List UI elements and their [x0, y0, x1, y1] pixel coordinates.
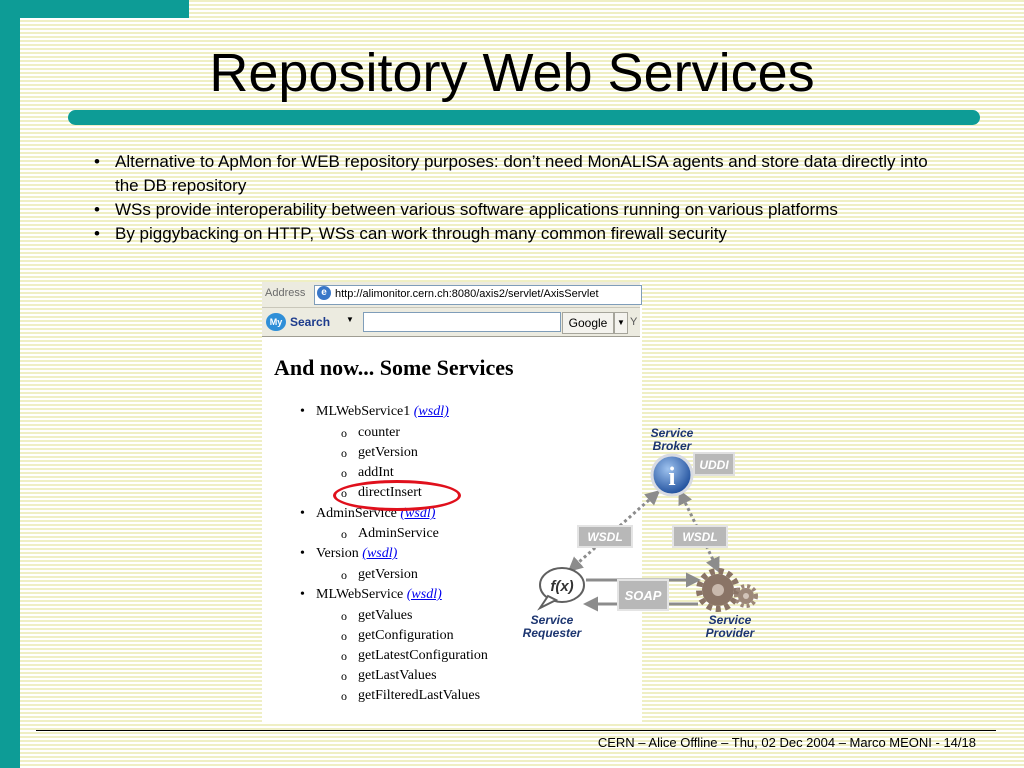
method-name: getVersion [358, 567, 418, 582]
requester-label: Requester [523, 626, 583, 640]
toolbar-cut-label: Y [630, 316, 638, 328]
service-name: MLWebService [316, 587, 404, 602]
title-underline [68, 110, 980, 125]
circle-bullet-icon: o [341, 629, 347, 643]
info-glyph: i [668, 462, 675, 491]
service-item: • Version (wsdl) [300, 546, 398, 562]
circle-bullet-icon: o [341, 649, 347, 663]
highlight-ring [333, 480, 461, 511]
function-bubble-icon [539, 567, 585, 603]
bubble-tail [537, 594, 559, 611]
wsdl-box-right [672, 525, 728, 548]
wsdl-link[interactable]: (wsdl) [406, 587, 442, 602]
bullet-item: • By piggybacking on HTTP, WSs can work t… [94, 222, 954, 246]
bullet-text: Alternative to ApMon for WEB repository … [115, 152, 928, 195]
method-item: o getLastValues [341, 668, 437, 684]
circle-bullet-icon: o [341, 669, 347, 683]
address-bar: Address e http://alimonitor.cern.ch:8080… [262, 282, 642, 308]
page-heading: And now... Some Services [274, 355, 514, 380]
left-accent-bar [0, 0, 20, 768]
broker-label: Broker [653, 439, 693, 453]
url-text: http://alimonitor.cern.ch:8080/axis2/ser… [335, 288, 599, 300]
soap-box [617, 579, 669, 611]
mysearch-button[interactable]: My Search ▼ [266, 313, 354, 331]
gear-icon [696, 568, 758, 612]
requester-label: Service [531, 613, 574, 627]
search-toolbar: My Search ▼ Google ▼ Y [262, 308, 640, 337]
broker-requester-link [567, 490, 661, 572]
method-item: o getLatestConfiguration [341, 648, 488, 664]
service-item: • MLWebService (wsdl) [300, 587, 442, 603]
bullet-dot: • [300, 506, 305, 521]
method-name: getLastValues [358, 668, 437, 683]
provider-label: Provider [706, 626, 756, 640]
uddi-label: UDDI [699, 458, 729, 472]
soap-label: SOAP [625, 588, 662, 603]
method-item: o getFilteredLastValues [341, 688, 481, 704]
mysearch-logo-icon: My [266, 313, 286, 331]
info-icon [650, 453, 694, 497]
circle-bullet-icon: o [341, 466, 347, 480]
method-item: o getVersion [341, 567, 418, 583]
method-name: getConfiguration [358, 628, 454, 643]
bullet-item: • Alternative to ApMon for WEB repository… [94, 150, 954, 198]
address-label: Address [265, 287, 306, 299]
bullet-dot: • [94, 200, 100, 219]
broker-label: Service [651, 426, 694, 440]
bullet-list: • Alternative to ApMon for WEB repository… [94, 150, 954, 246]
method-item: o getConfiguration [341, 628, 454, 644]
method-name: getLatestConfiguration [358, 648, 488, 663]
wsdl-label: WSDL [682, 530, 717, 544]
slide-footer: CERN – Alice Offline – Thu, 02 Dec 2004 … [597, 735, 976, 750]
slide-title: Repository Web Services [209, 43, 815, 103]
method-item: o getVersion [341, 445, 418, 461]
method-name: addInt [358, 465, 394, 480]
bullet-dot: • [300, 404, 305, 419]
circle-bullet-icon: o [341, 689, 347, 703]
wsdl-box-left [577, 525, 633, 548]
circle-bullet-icon: o [341, 527, 347, 541]
method-item: o getValues [341, 608, 413, 624]
service-name: Version [316, 546, 359, 561]
wsdl-link[interactable]: (wsdl) [362, 546, 398, 561]
method-name: AdminService [358, 526, 439, 541]
bullet-dot: • [300, 587, 305, 602]
provider-label: Service [709, 613, 752, 627]
method-name: getValues [358, 608, 413, 623]
chevron-down-icon[interactable]: ▼ [614, 312, 628, 334]
search-input[interactable] [363, 312, 561, 332]
uddi-box [693, 452, 735, 476]
method-name: counter [358, 425, 400, 440]
circle-bullet-icon: o [341, 568, 347, 582]
fx-glyph: f(x) [550, 578, 573, 595]
circle-bullet-icon: o [341, 426, 347, 440]
method-name: getVersion [358, 445, 418, 460]
mysearch-label: Search [290, 315, 331, 329]
wsdl-label: WSDL [587, 530, 622, 544]
footer-divider [36, 730, 996, 731]
service-name: MLWebService1 [316, 404, 411, 419]
bullet-item: • WSs provide interoperability between va… [94, 198, 954, 222]
ie-page-icon: e [317, 286, 331, 300]
bullet-dot: • [300, 546, 305, 561]
method-item: o AdminService [341, 526, 439, 542]
circle-bullet-icon: o [341, 609, 347, 623]
wsdl-link[interactable]: (wsdl) [413, 404, 449, 419]
bullet-dot: • [94, 152, 100, 171]
chevron-down-icon[interactable]: ▼ [346, 315, 354, 324]
search-engine-button[interactable]: Google [562, 312, 614, 334]
web-services-diagram: Service Broker i UDDI WSDL WSDL f(x) Ser… [523, 426, 758, 640]
top-accent-bar [0, 0, 189, 18]
method-item: o counter [341, 425, 400, 441]
method-name: getFilteredLastValues [358, 688, 481, 703]
circle-bullet-icon: o [341, 446, 347, 460]
service-item: • MLWebService1 (wsdl) [300, 404, 449, 420]
url-input[interactable] [314, 285, 642, 305]
bullet-dot: • [94, 224, 100, 243]
bullet-text: By piggybacking on HTTP, WSs can work th… [115, 224, 727, 243]
bullet-text: WSs provide interoperability between var… [115, 200, 838, 219]
